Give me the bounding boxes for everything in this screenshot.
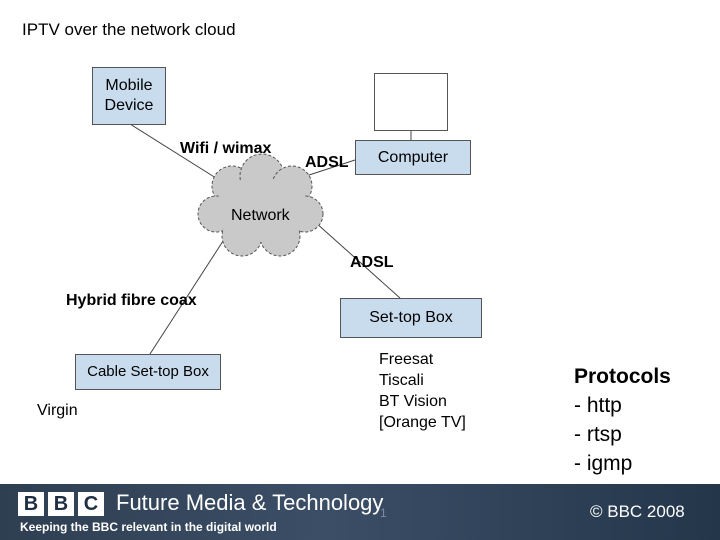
service-item: Tiscali	[379, 372, 424, 389]
protocols-heading: Protocols	[574, 365, 671, 388]
mobile-device-node: Mobile Device	[92, 67, 166, 125]
wifi-link-label: Wifi / wimax	[180, 140, 272, 157]
hfc-link-label: Hybrid fibre coax	[66, 292, 197, 309]
footer-copyright: © BBC 2008	[590, 502, 685, 521]
link-network-settop	[314, 221, 401, 299]
link-network-cable	[149, 237, 226, 355]
service-item: Freesat	[379, 351, 434, 368]
slide-title: IPTV over the network cloud	[22, 20, 236, 39]
protocol-item: - rtsp	[574, 423, 622, 446]
virgin-label: Virgin	[37, 402, 78, 419]
bbc-logo: B B C	[18, 492, 104, 516]
network-cloud-shape	[197, 153, 324, 257]
adsl-settop-label: ADSL	[350, 254, 394, 271]
bbc-logo-block: B	[48, 492, 74, 516]
page-number: 1	[380, 506, 387, 520]
protocol-item: - http	[574, 394, 622, 417]
settop-box-node: Set-top Box	[340, 298, 482, 338]
protocol-item: - igmp	[574, 452, 633, 475]
bbc-logo-block: B	[18, 492, 44, 516]
service-item: BT Vision	[379, 393, 447, 410]
bbc-logo-block: C	[78, 492, 104, 516]
footer-tagline: Keeping the BBC relevant in the digital …	[20, 520, 277, 534]
network-label: Network	[231, 207, 290, 224]
footer-bar: B B C Future Media & Technology Keeping …	[0, 484, 720, 540]
computer-node: Computer	[355, 140, 471, 175]
link-computer-network	[299, 159, 356, 179]
protocols-list: Protocols - http - rtsp - igmp	[574, 362, 671, 478]
footer-brand: Future Media & Technology	[116, 490, 384, 515]
computer-monitor-icon	[374, 73, 448, 131]
adsl-computer-label: ADSL	[305, 154, 349, 171]
cable-settop-box-node: Cable Set-top Box	[75, 354, 221, 390]
diagram-lines	[129, 123, 412, 355]
service-item: [Orange TV]	[379, 414, 466, 431]
settop-services-list: Freesat Tiscali BT Vision [Orange TV]	[379, 349, 466, 433]
